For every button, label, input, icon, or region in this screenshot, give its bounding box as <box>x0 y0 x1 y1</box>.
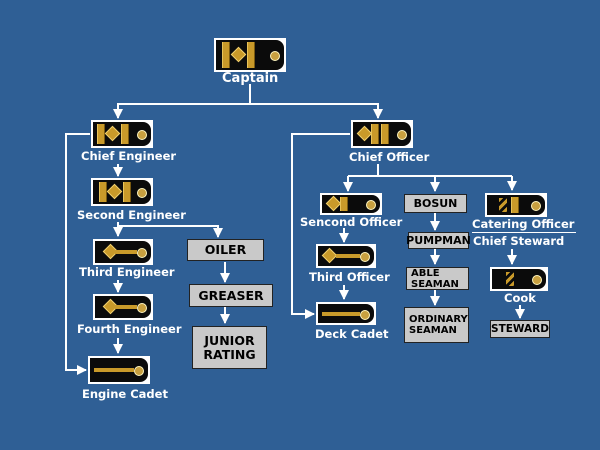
third-engineer-epaulette-icon <box>93 239 153 265</box>
third-officer-epaulette-icon <box>316 244 376 268</box>
junior-rating-box: JUNIOR RATING <box>192 326 267 369</box>
second-officer-label: Sencond Officer <box>300 215 403 229</box>
second-engineer-label: Second Engineer <box>77 208 186 222</box>
cook-label: Cook <box>504 291 536 305</box>
line-chief-officer-to-deck-cadet <box>291 133 350 319</box>
cook-epaulette-icon <box>490 267 548 291</box>
chief-engineer-label: Chief Engineer <box>81 149 177 163</box>
chief-officer-epaulette-icon <box>351 120 413 148</box>
second-officer-epaulette-icon <box>320 193 382 215</box>
captain-epaulette-icon <box>214 38 286 72</box>
fourth-engineer-label: Fourth Engineer <box>77 322 182 336</box>
chief-officer-label: Chief Officer <box>349 150 430 164</box>
line-second-to-oiler <box>118 225 223 238</box>
captain-label: Captain <box>222 71 279 86</box>
catering-divider <box>472 232 576 233</box>
pumpman-box: PUMPMAN <box>406 232 471 249</box>
bosun-box: BOSUN <box>404 194 467 213</box>
steward-box: STEWARD <box>490 320 550 338</box>
able-seaman-box: ABLE SEAMAN <box>406 267 469 290</box>
third-engineer-label: Third Engineer <box>79 265 175 279</box>
fourth-engineer-epaulette-icon <box>93 294 153 320</box>
chief-steward-label: Chief Steward <box>473 234 565 248</box>
second-engineer-epaulette-icon <box>91 178 153 206</box>
deck-cadet-epaulette-icon <box>316 302 376 325</box>
engine-cadet-label: Engine Cadet <box>82 387 168 401</box>
line-captain-to-chief-engineer <box>113 103 250 119</box>
ordinary-seaman-box: ORDINARY SEAMAN <box>404 307 469 343</box>
line-chief-eng-to-engine-cadet <box>65 133 90 375</box>
third-officer-label: Third Officer <box>309 270 390 284</box>
chief-engineer-epaulette-icon <box>91 120 153 148</box>
engine-cadet-epaulette-icon <box>88 356 150 384</box>
line-chief-officer-to-second-officer <box>348 175 512 191</box>
greaser-box: GREASER <box>189 284 273 307</box>
line-captain-to-chief-officer <box>250 103 383 119</box>
deck-cadet-label: Deck Cadet <box>315 327 389 341</box>
catering-officer-epaulette-icon <box>485 193 547 217</box>
catering-officer-label: Catering Officer <box>472 217 575 231</box>
oiler-box: OILER <box>187 239 264 261</box>
